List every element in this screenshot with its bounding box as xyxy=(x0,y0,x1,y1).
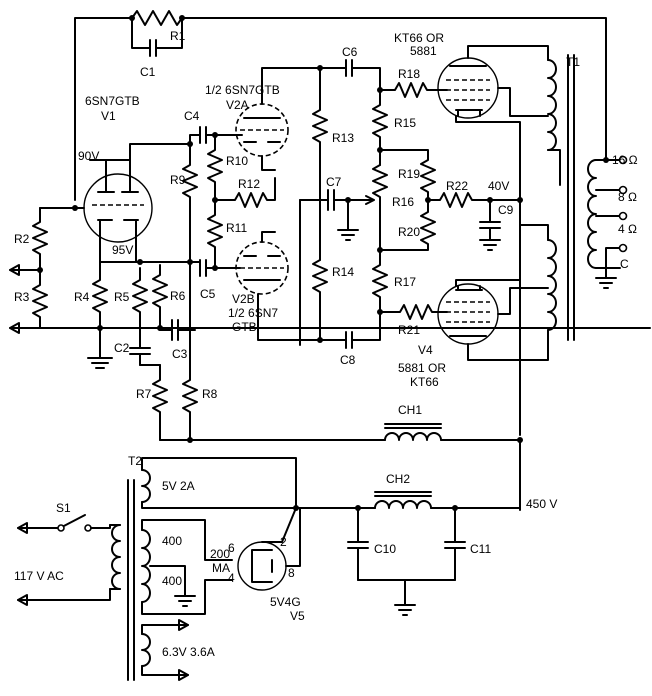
label-450v: 450 V xyxy=(526,497,557,511)
label-ac: 117 V AC xyxy=(14,569,64,583)
label-95v: 95V xyxy=(112,243,133,257)
label-v4-1: V4 xyxy=(418,343,433,357)
label-r18: R18 xyxy=(398,67,420,81)
label-v2a-2: V2A xyxy=(226,98,249,112)
label-90v: 90V xyxy=(78,149,99,163)
label-hv-ma: MA xyxy=(212,561,230,575)
label-r2: R2 xyxy=(14,232,30,246)
label-c10: C10 xyxy=(374,542,396,556)
label-c11: C11 xyxy=(470,542,491,556)
label-r3: R3 xyxy=(14,290,30,304)
label-v2a-1: 1/2 6SN7GTB xyxy=(205,83,280,97)
output-coupling xyxy=(319,59,381,349)
label-pin-8: 8 xyxy=(288,566,295,580)
label-t2: T2 xyxy=(128,454,142,468)
label-out-16: 16 Ω xyxy=(612,153,638,167)
label-r17: R17 xyxy=(394,275,416,289)
bplus-ch1 xyxy=(159,423,523,511)
label-r16: R16 xyxy=(392,195,414,209)
label-r12: R12 xyxy=(238,177,260,191)
label-ch1: CH1 xyxy=(398,403,422,417)
label-r9: R9 xyxy=(170,173,186,187)
label-v2b-1: V2B xyxy=(232,292,255,306)
tube-v1 xyxy=(83,134,201,263)
label-v1-2: V1 xyxy=(101,109,116,123)
label-hv-200: 200 xyxy=(210,547,230,561)
label-t1: T1 xyxy=(566,55,580,69)
label-hv-400a: 400 xyxy=(162,534,182,548)
label-pin-2: 2 xyxy=(280,535,287,549)
label-hv-400b: 400 xyxy=(162,574,182,588)
label-r6: R6 xyxy=(170,289,186,303)
label-s1: S1 xyxy=(56,501,71,515)
label-c8: C8 xyxy=(340,353,356,367)
output-transformer xyxy=(517,54,628,436)
label-r8: R8 xyxy=(202,387,218,401)
label-pin-4: 4 xyxy=(228,571,235,585)
component-labels: R1 C1 C6 KT66 OR 5881 T1 R18 R15 1/2 6SN… xyxy=(14,29,638,659)
feedback-network xyxy=(74,10,607,201)
label-c4: C4 xyxy=(184,109,200,123)
label-v2b-3: GTB xyxy=(232,320,257,334)
tube-v2 xyxy=(235,67,336,341)
label-5v: 5V 2A xyxy=(162,479,195,493)
label-c9: C9 xyxy=(498,203,514,217)
label-r5: R5 xyxy=(114,290,130,304)
label-r7: R7 xyxy=(136,387,152,401)
phase-splitter-loads xyxy=(299,65,363,346)
power-supply xyxy=(17,457,521,681)
label-r13: R13 xyxy=(332,131,354,145)
v1-plate-network xyxy=(182,126,243,441)
label-40v: 40V xyxy=(488,179,509,193)
label-c3: C3 xyxy=(172,347,188,361)
label-r19: R19 xyxy=(398,167,420,181)
label-v5-1: 5V4G xyxy=(270,595,301,609)
label-c6: C6 xyxy=(342,45,358,59)
caps-c2-c3 xyxy=(129,319,196,441)
label-r4: R4 xyxy=(74,290,90,304)
label-pin-6: 6 xyxy=(228,541,235,555)
input-network xyxy=(9,205,651,334)
label-r11: R11 xyxy=(226,221,247,235)
label-r14: R14 xyxy=(332,265,354,279)
balance-network xyxy=(379,149,521,251)
tube-v3 xyxy=(437,45,549,201)
label-r22: R22 xyxy=(446,179,468,193)
label-out-8: 8 Ω xyxy=(618,190,637,204)
grid-network xyxy=(207,132,276,271)
label-r15: R15 xyxy=(394,116,416,130)
label-v2b-2: 1/2 6SN7 xyxy=(228,306,278,320)
label-out-4: 4 Ω xyxy=(618,222,637,236)
label-v4-2: 5881 OR xyxy=(398,361,446,375)
label-out-c: C xyxy=(620,257,629,271)
label-v3-type-1: KT66 OR xyxy=(394,31,444,45)
cathode-network xyxy=(87,259,201,369)
label-c1: C1 xyxy=(140,65,156,79)
label-c2: C2 xyxy=(114,341,130,355)
label-ch2: CH2 xyxy=(386,472,410,486)
label-r10: R10 xyxy=(226,154,248,168)
label-r1: R1 xyxy=(170,29,186,43)
label-v5-2: V5 xyxy=(290,609,305,623)
label-c5: C5 xyxy=(200,287,216,301)
label-v4-3: KT66 xyxy=(410,375,439,389)
label-r21: R21 xyxy=(398,323,420,337)
label-v3-type-2: 5881 xyxy=(410,44,437,58)
label-r20: R20 xyxy=(398,225,420,239)
label-v1-1: 6SN7GTB xyxy=(85,94,140,108)
bias-divider xyxy=(361,82,441,320)
label-c7: C7 xyxy=(326,175,342,189)
label-filament: 6.3V 3.6A xyxy=(162,645,215,659)
